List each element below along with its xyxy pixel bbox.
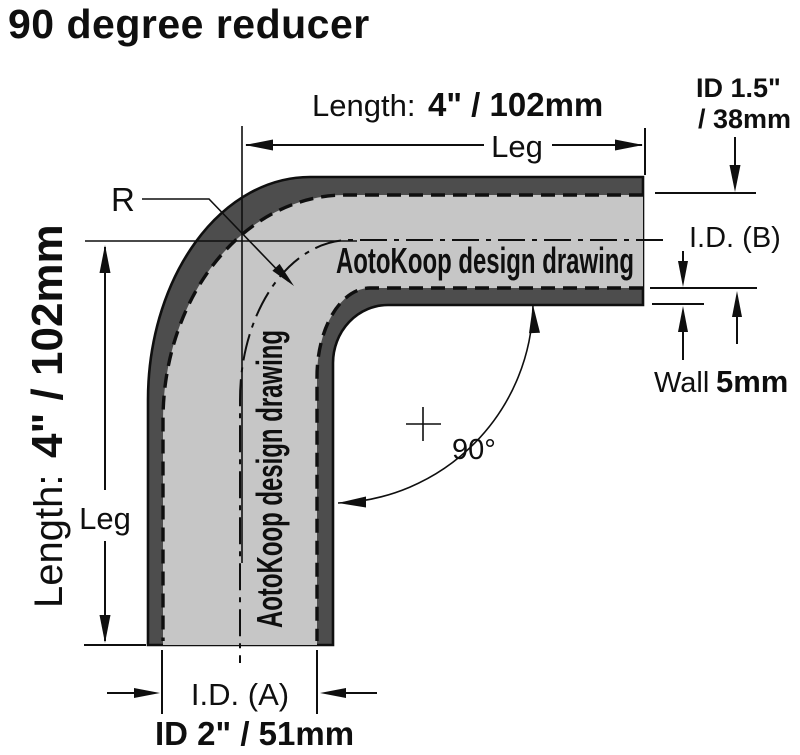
id-a-right-arrowhead <box>320 688 346 698</box>
id-b-callout-line1: ID 1.5" <box>696 73 781 103</box>
angle-center-mark <box>406 407 441 441</box>
top-dim-right-arrowhead <box>615 139 643 151</box>
bore-hidden-edge-inner <box>315 286 643 641</box>
id-a-dimension: I.D. (A) ID 2" / 51mm <box>107 650 377 752</box>
left-leg-dimension: Length: 4" / 102mm Leg <box>23 224 146 646</box>
left-dim-top-arrowhead <box>99 245 111 273</box>
angle-arc <box>337 304 534 504</box>
id-b-callout-arrowhead <box>729 165 741 192</box>
watermark-horizontal: AotoKoop design drawing <box>336 240 634 281</box>
id-b-extension-lines <box>650 192 757 305</box>
top-length-label: Length: <box>312 88 415 123</box>
angle-arc-upper-arrowhead <box>529 305 540 334</box>
watermark-vertical: AotoKoop design drawing <box>249 330 290 628</box>
wall-value: 5mm <box>716 364 788 399</box>
top-leg-label: Leg <box>491 129 543 164</box>
id-b-up-arrowhead <box>732 291 742 317</box>
id-b-down-arrowhead <box>678 261 688 287</box>
angle-annotation: 90° <box>337 304 540 508</box>
bore-hidden-edge-outer <box>161 193 643 641</box>
id-b-label: I.D. (B) <box>689 222 781 254</box>
radius-leader-line <box>142 198 289 282</box>
left-dim-bottom-arrowhead <box>99 615 111 643</box>
id-a-left-arrowhead <box>134 688 160 698</box>
left-length-value: 4" / 102mm <box>23 224 72 458</box>
radius-label: R <box>111 181 135 218</box>
construction-lines <box>85 126 357 563</box>
top-length-value: 4" / 102mm <box>428 86 603 123</box>
left-length-label: Length: <box>27 475 71 608</box>
id-b-dimension: ID 1.5" / 38mm I.D. (B) Wall 5mm <box>650 73 791 399</box>
wall-arrowhead <box>678 306 688 332</box>
left-leg-label: Leg <box>79 501 131 536</box>
id-a-extension-lines <box>161 650 318 714</box>
id-b-callout-line2: / 38mm <box>698 104 791 134</box>
angle-value: 90° <box>452 434 496 466</box>
radius-annotation: R <box>111 181 294 286</box>
id-a-label: I.D. (A) <box>191 677 289 712</box>
id-a-value: ID 2" / 51mm <box>155 715 354 752</box>
wall-label: Wall <box>654 367 709 399</box>
pipe-bore <box>163 195 643 645</box>
page-title: 90 degree reducer <box>8 1 370 47</box>
top-leg-dimension: Length: 4" / 102mm Leg <box>245 86 646 175</box>
radius-leader-arrowhead <box>272 263 294 286</box>
angle-arc-lower-arrowhead <box>338 496 366 508</box>
top-dim-left-arrowhead <box>245 139 273 151</box>
